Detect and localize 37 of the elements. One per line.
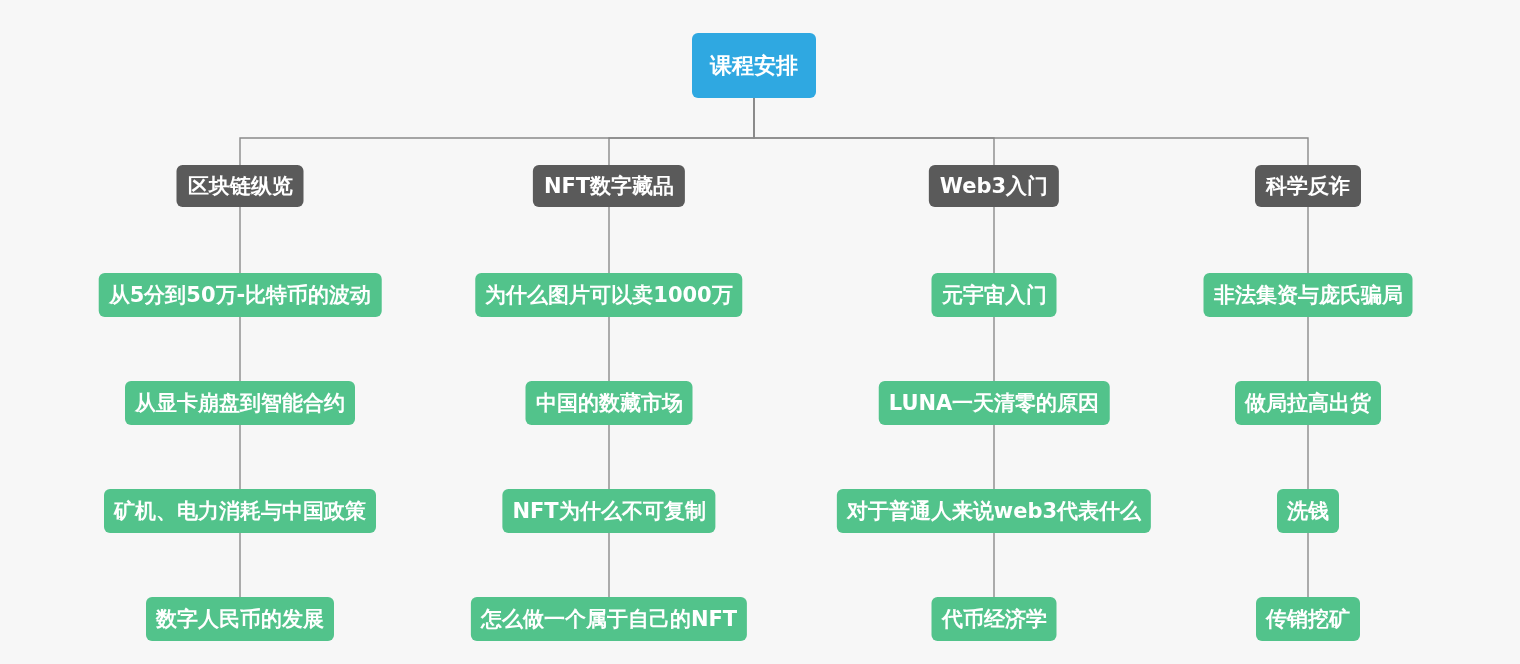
topic-box: 传销挖矿 — [1256, 597, 1360, 641]
topic-box: 怎么做一个属于自己的NFT — [470, 597, 748, 641]
connector-line — [1307, 316, 1309, 382]
topic-box: 元宇宙入门 — [931, 273, 1057, 317]
category-box: Web3入门 — [928, 165, 1060, 207]
connector-line — [239, 316, 241, 382]
root-topic-box: 课程安排 — [692, 33, 816, 98]
connector-line — [993, 532, 995, 598]
topic-box: 做局拉高出货 — [1235, 381, 1381, 425]
topic-box: LUNA一天清零的原因 — [878, 381, 1110, 425]
topic-box: 中国的数藏市场 — [525, 381, 693, 425]
connector-line — [239, 532, 241, 598]
topic-box: 对于普通人来说web3代表什么 — [836, 489, 1152, 533]
topic-box: 洗钱 — [1277, 489, 1339, 533]
category-box: NFT数字藏品 — [532, 165, 686, 207]
topic-box: 数字人民币的发展 — [146, 597, 334, 641]
connector-line — [1307, 532, 1309, 598]
connector-line — [239, 206, 241, 274]
topic-box: 代币经济学 — [931, 597, 1057, 641]
connector-line — [608, 206, 610, 274]
topic-box: 矿机、电力消耗与中国政策 — [104, 489, 376, 533]
topic-box: NFT为什么不可复制 — [502, 489, 716, 533]
connector-line — [993, 424, 995, 490]
connector-line — [1307, 424, 1309, 490]
category-box: 区块链纵览 — [176, 165, 304, 207]
connector-line — [608, 532, 610, 598]
topic-box: 从5分到50万-比特币的波动 — [98, 273, 382, 317]
connector-line — [608, 316, 610, 382]
topic-box: 从显卡崩盘到智能合约 — [125, 381, 355, 425]
topic-box: 非法集资与庞氏骗局 — [1203, 273, 1413, 317]
connector-line — [239, 424, 241, 490]
connector-line — [608, 424, 610, 490]
connector-line — [1307, 206, 1309, 274]
category-box: 科学反诈 — [1255, 165, 1361, 207]
connector-line — [993, 206, 995, 274]
connector-line — [993, 316, 995, 382]
topic-box: 为什么图片可以卖1000万 — [475, 273, 743, 317]
